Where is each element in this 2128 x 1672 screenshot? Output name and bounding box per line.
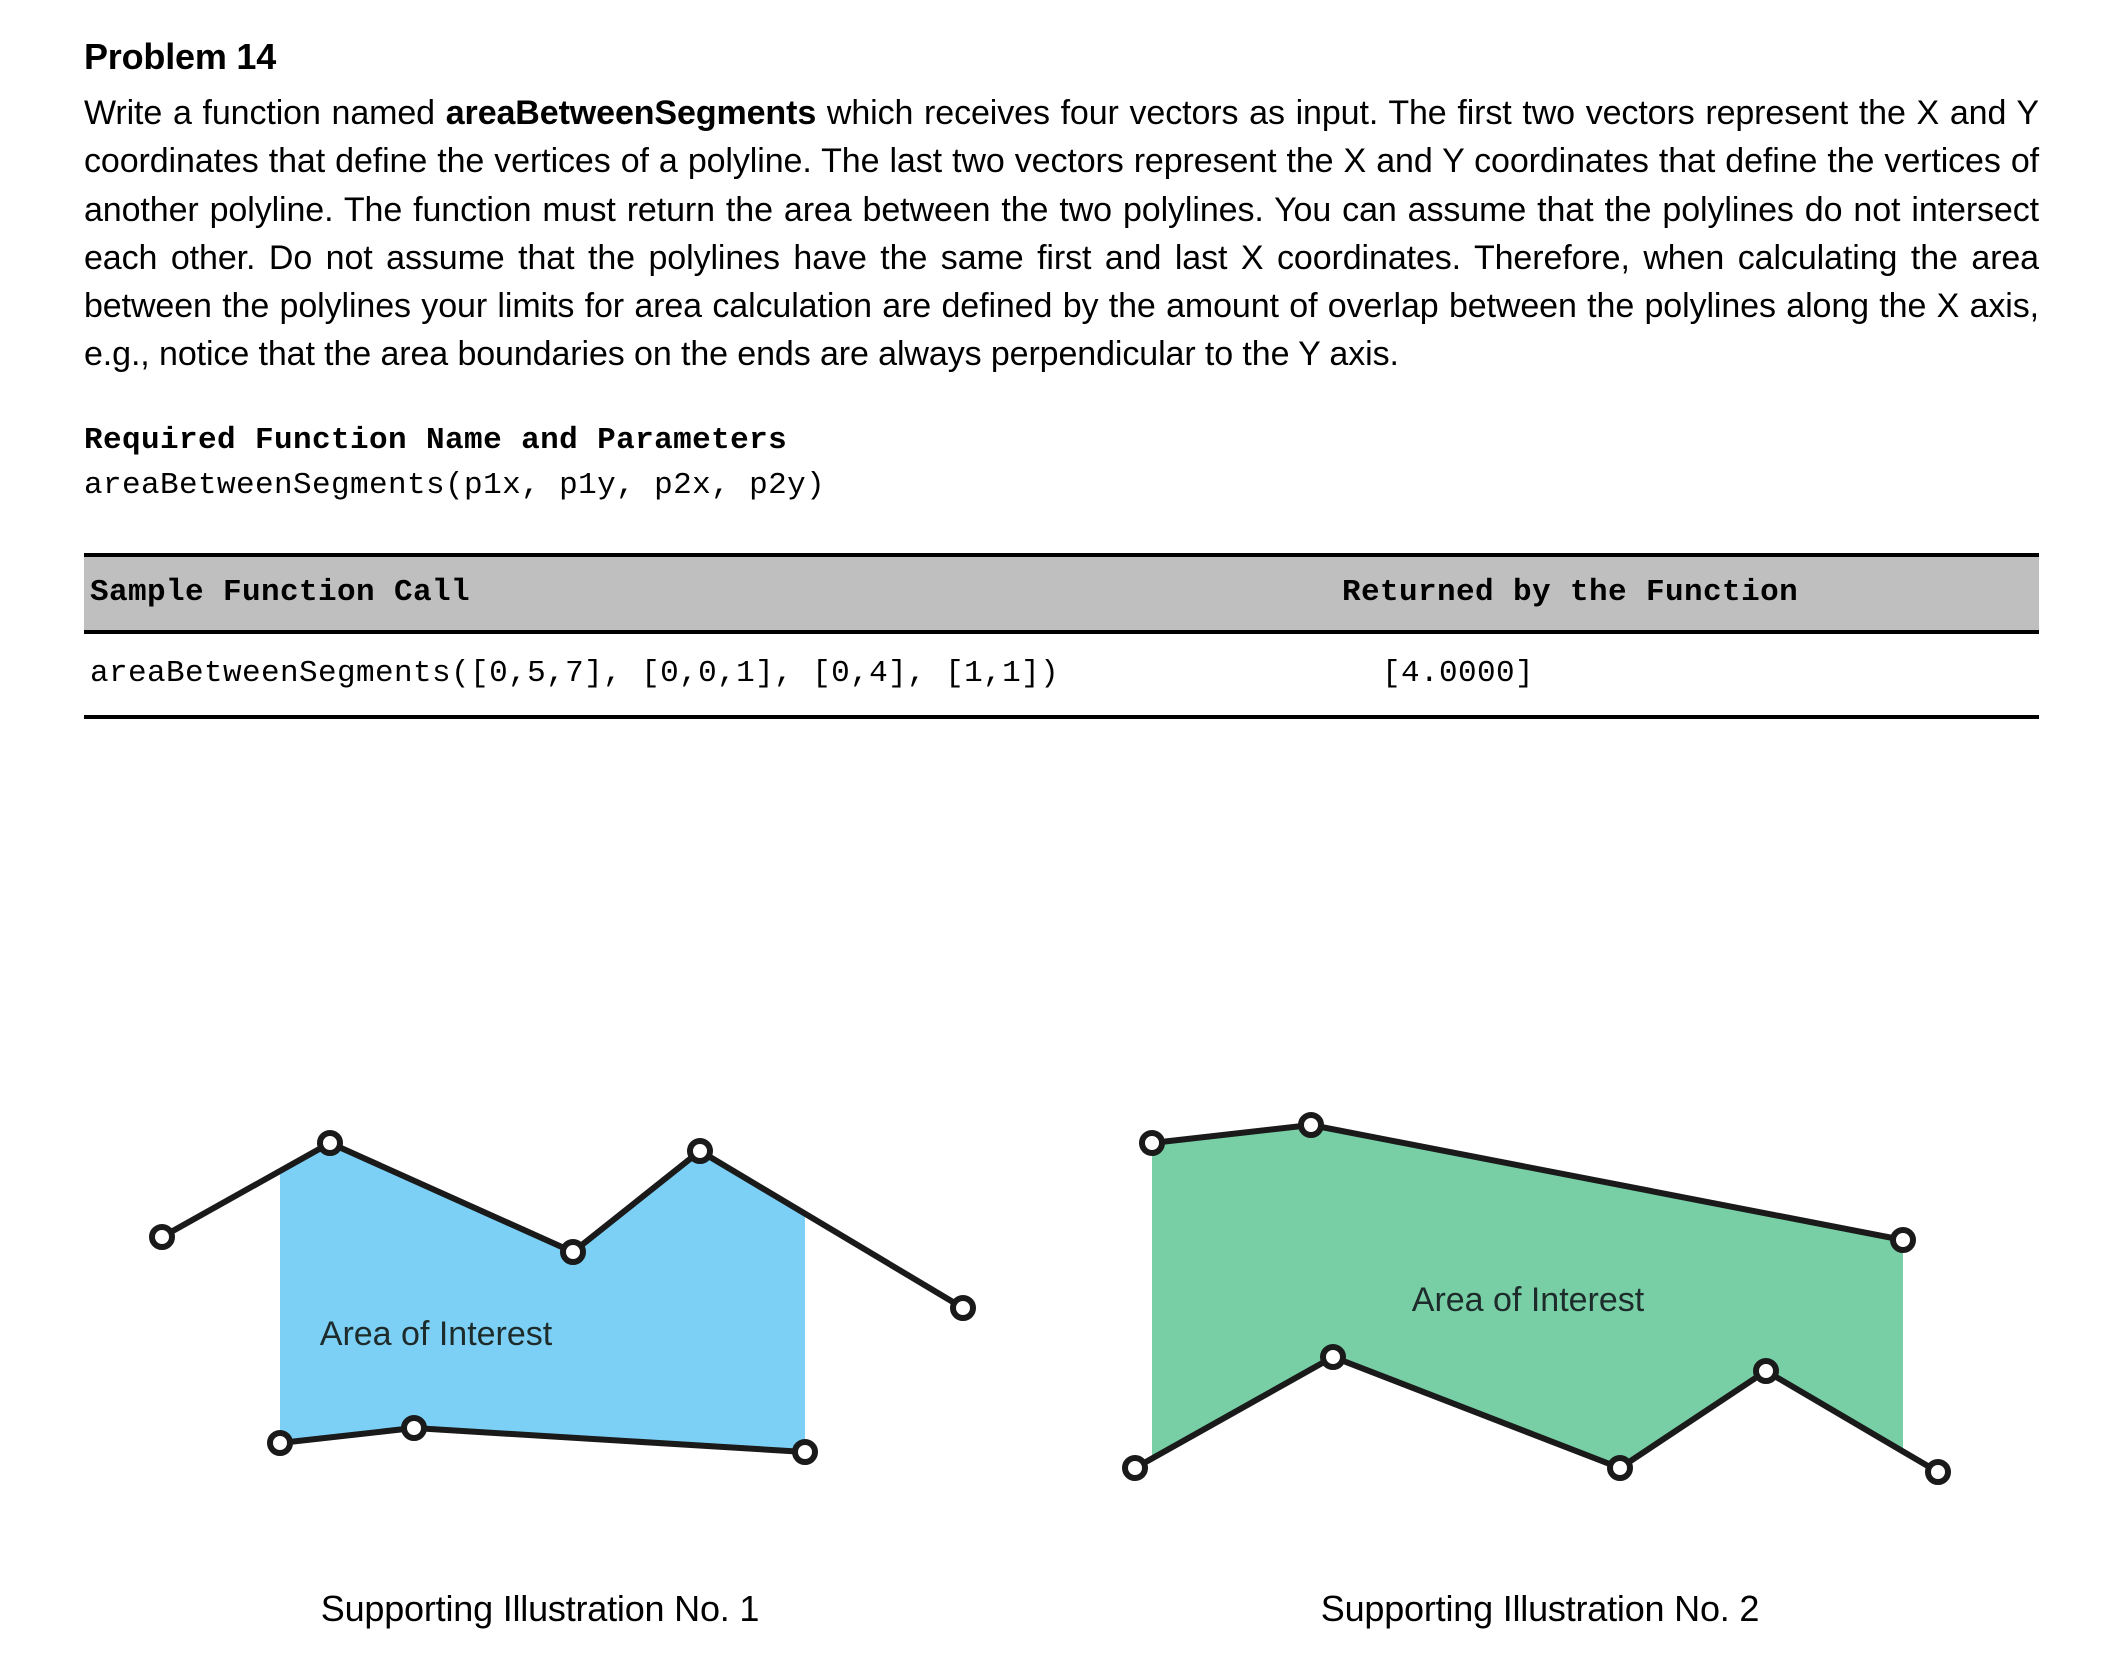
table-header: Sample Function Call Returned by the Fun… [84,552,2039,634]
cell-sample-function-call: areaBetweenSegments([0,5,7], [0,0,1], [0… [84,631,1320,719]
illustration-1-area-fill [280,1143,805,1452]
vertex-marker [1753,1358,1779,1384]
vertex-marker [560,1239,586,1265]
column-header-returned-by-the-function: Returned by the Function [1320,552,2039,634]
illustration-2-area-fill [1152,1125,1903,1468]
required-function-heading: Required Function Name and Parameters [84,422,788,458]
column-header-sample-function-call: Sample Function Call [84,552,1320,634]
illustration-1-area-label: Area of Interest [320,1315,553,1353]
table-body: areaBetweenSegments([0,5,7], [0,0,1], [0… [84,631,2039,719]
vertex-marker [1122,1455,1148,1481]
required-function-block: Required Function Name and Parameters ar… [84,421,2044,507]
vertex-marker [687,1138,713,1164]
illustration-2-area-label: Area of Interest [1412,1281,1645,1319]
vertex-marker [950,1295,976,1321]
sample-function-call-table: Sample Function Call Returned by the Fun… [84,552,2039,719]
vertex-marker [1320,1344,1346,1370]
vertex-marker [1890,1227,1916,1253]
function-name-emphasis: areaBetweenSegments [445,94,817,132]
vertex-marker [267,1430,293,1456]
vertex-marker [792,1439,818,1465]
table-header-row: Sample Function Call Returned by the Fun… [84,552,2039,634]
document-content: Problem 14 Write a function named areaBe… [84,34,2044,719]
vertex-marker [149,1224,175,1250]
required-function-signature: areaBetweenSegments(p1x, p1y, p2x, p2y) [84,467,826,503]
paragraph-rest: which receives four vectors as input. Th… [84,94,2039,374]
vertex-marker [401,1415,427,1441]
vertex-marker [1607,1455,1633,1481]
paragraph-prefix: Write a function named [84,94,446,132]
vertex-marker [317,1130,343,1156]
illustration-1-vertex-markers [149,1130,976,1465]
illustration-2-vertex-markers [1122,1112,1951,1485]
cell-returned-value: [4.0000] [1320,631,2039,719]
illustration-2-caption: Supporting Illustration No. 2 [1320,1588,1760,1629]
illustration-2-group: Area of Interest [1122,1112,1951,1485]
problem-statement-paragraph: Write a function named areaBetweenSegmen… [84,89,2039,379]
vertex-marker [1298,1112,1324,1138]
illustration-1-group: Area of Interest [149,1130,976,1465]
vertex-marker [1139,1130,1165,1156]
table-row: areaBetweenSegments([0,5,7], [0,0,1], [0… [84,631,2039,719]
illustration-1-caption: Supporting Illustration No. 1 [320,1588,760,1629]
page-title: Problem 14 [84,36,277,77]
vertex-marker [1925,1459,1951,1485]
